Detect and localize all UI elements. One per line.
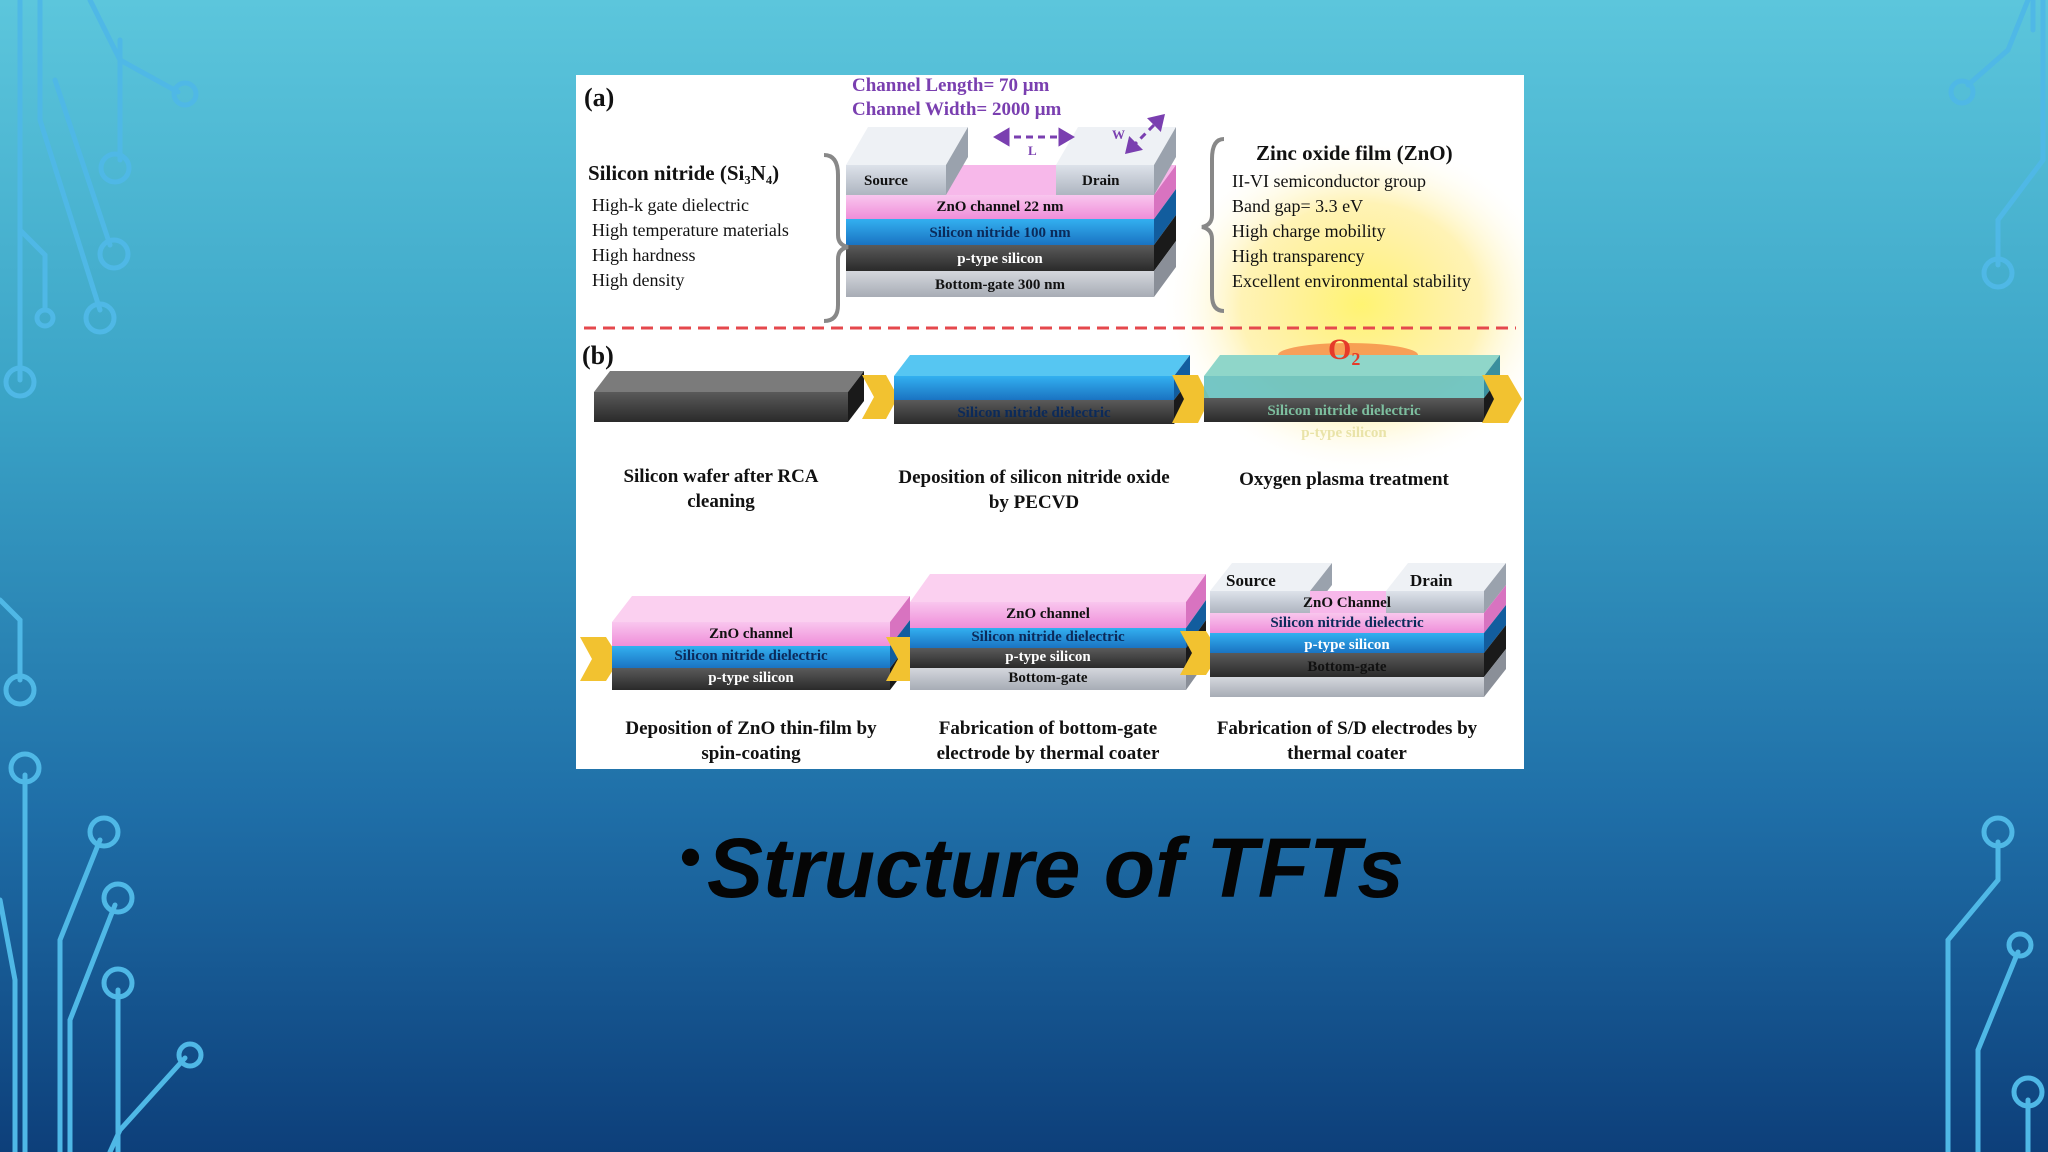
arrow-3	[1482, 375, 1522, 423]
step-6-electrodes	[1210, 563, 1506, 697]
layer-silicon-a: p-type silicon	[957, 251, 1043, 267]
step-5-layer: Silicon nitride dielectric	[971, 629, 1125, 645]
drain-label-b: Drain	[1410, 571, 1453, 590]
step-1-wafer	[594, 371, 864, 422]
panel-a-tag: (a)	[584, 83, 615, 112]
step-4-caption: Deposition of ZnO thin-film by spin-coat…	[625, 718, 877, 764]
step-6-layer: p-type silicon	[1304, 637, 1390, 653]
step-4-layer: Silicon nitride dielectric	[674, 648, 828, 664]
layer-nitride-a: Silicon nitride 100 nm	[929, 225, 1071, 241]
circuit-decoration-left	[0, 0, 204, 1152]
step-2-layer: Silicon nitride dielectric	[957, 405, 1111, 421]
zinc-oxide-prop: High transparency	[1232, 246, 1365, 266]
step-4-layer: ZnO channel	[709, 626, 793, 642]
layer-gate-a: Bottom-gate 300 nm	[935, 277, 1065, 293]
silicon-nitride-heading: Silicon nitride (Si₃N₄)	[588, 161, 780, 185]
step-5-layer: ZnO channel	[1006, 606, 1090, 622]
step-4-layer: p-type silicon	[708, 670, 794, 686]
circuit-decoration-right	[1945, 0, 2046, 1152]
step-3-plasma	[1204, 355, 1500, 422]
step-5-caption: Fabrication of bottom-gate electrode by …	[936, 718, 1160, 764]
silicon-nitride-prop: High temperature materials	[592, 220, 789, 240]
step-2-nitride	[894, 355, 1190, 424]
zinc-oxide-prop: High charge mobility	[1232, 221, 1386, 241]
step-1-caption: Silicon wafer after RCA cleaning	[623, 466, 819, 512]
left-brace	[823, 153, 849, 323]
step-3-layer: p-type silicon	[1301, 425, 1387, 441]
channel-length-label: Channel Length= 70 μm	[852, 75, 1050, 96]
zinc-oxide-prop: Band gap= 3.3 eV	[1232, 196, 1364, 216]
channel-width-label: Channel Width= 2000 μm	[852, 99, 1062, 120]
step-5-layer: p-type silicon	[1005, 649, 1091, 665]
right-brace	[1201, 137, 1225, 313]
step-6-layer: Silicon nitride dielectric	[1270, 615, 1424, 631]
device-stack-a	[846, 113, 1176, 297]
step-6-caption: Fabrication of S/D electrodes by thermal…	[1216, 718, 1478, 764]
oxygen-label: O₂	[1328, 333, 1361, 366]
step-6-layer: ZnO Channel	[1303, 595, 1391, 611]
silicon-nitride-prop: High-k gate dielectric	[592, 195, 749, 215]
source-label-b: Source	[1226, 571, 1276, 590]
silicon-nitride-prop: High density	[592, 270, 685, 290]
step-2-layer: p-type silicon	[991, 427, 1077, 443]
step-1-layer: p-type silicon	[678, 424, 764, 440]
slide-title: •Structure of TFTs	[680, 820, 1404, 917]
arrow-2	[1172, 375, 1210, 423]
slide-title-text: Structure of TFTs	[707, 821, 1404, 915]
zinc-oxide-prop: II-VI semiconductor group	[1232, 171, 1426, 191]
tft-structure-figure: (a) Channel Length= 70 μm Channel Width=…	[576, 75, 1524, 769]
silicon-nitride-prop: High hardness	[592, 245, 696, 265]
zinc-oxide-prop: Excellent environmental stability	[1232, 271, 1471, 291]
arrow-4	[580, 637, 620, 681]
step-2-caption: Deposition of silicon nitride oxide by P…	[898, 467, 1170, 513]
width-arrow-label: W	[1112, 127, 1125, 142]
figure-graphics	[580, 113, 1524, 697]
step-5-layer: Bottom-gate	[1008, 670, 1088, 686]
arrow-1	[862, 375, 898, 419]
step-3-layer: Silicon nitride dielectric	[1267, 403, 1421, 419]
layer-zno-a: ZnO channel 22 nm	[936, 199, 1064, 215]
step-3-caption: Oxygen plasma treatment	[1239, 469, 1449, 490]
panel-b-tag: (b)	[582, 341, 614, 370]
step-5-gate	[910, 574, 1206, 690]
length-arrow-label: L	[1028, 143, 1037, 158]
drain-label-a: Drain	[1082, 173, 1120, 189]
step-6-layer: Bottom-gate	[1307, 659, 1387, 675]
zinc-oxide-heading: Zinc oxide film (ZnO)	[1256, 141, 1453, 165]
source-label-a: Source	[864, 173, 908, 189]
bullet-marker: •	[680, 823, 702, 890]
step-4-zno	[612, 596, 910, 690]
